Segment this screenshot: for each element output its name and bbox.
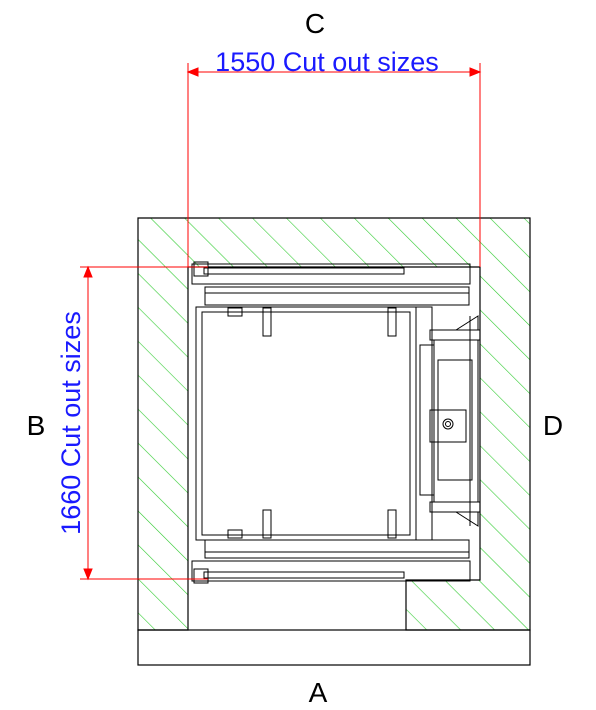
machine-assembly bbox=[419, 315, 481, 527]
motor-pulley-icon bbox=[442, 418, 454, 430]
width-dimension-text: 1550 Cut out sizes bbox=[215, 47, 439, 77]
label-left: B bbox=[27, 410, 46, 441]
dimension-width bbox=[186, 63, 482, 267]
label-top: C bbox=[305, 8, 325, 39]
car-cabin bbox=[195, 306, 433, 541]
door-rail-bottom bbox=[191, 539, 471, 584]
label-bottom: A bbox=[309, 677, 328, 708]
height-dimension-text: 1660 Cut out sizes bbox=[56, 311, 86, 535]
label-right: D bbox=[543, 410, 563, 441]
dimension-height bbox=[80, 265, 208, 581]
door-rail-top bbox=[191, 261, 471, 306]
bottom-sill bbox=[137, 629, 531, 666]
shaft-walls bbox=[137, 217, 531, 631]
